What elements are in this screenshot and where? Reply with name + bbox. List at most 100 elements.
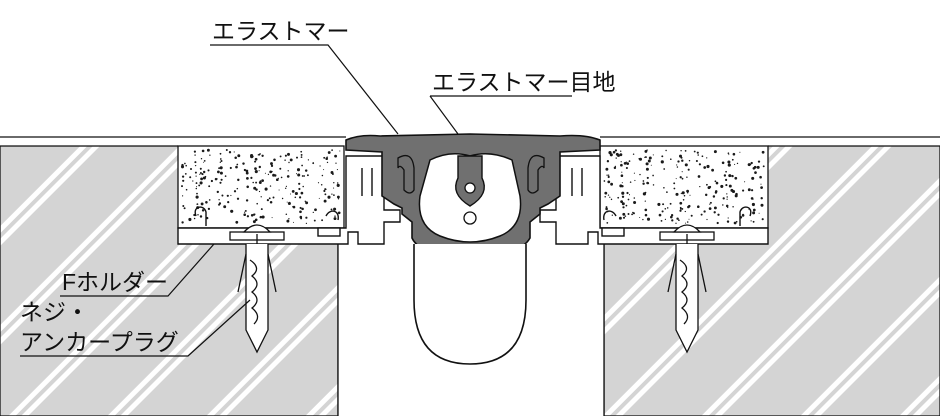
mortar-dot [626,191,629,195]
mortar-dot [337,211,341,215]
mortar-dot [644,200,646,202]
mortar-dot [741,214,745,217]
mortar-dot [255,188,258,191]
mortar-dot [236,197,240,200]
mortar-dot [644,213,648,217]
mortar-dot [681,177,684,180]
mortar-dot [199,173,201,175]
mortar-dot [330,208,333,211]
mortar-dot [613,166,617,170]
mortar-dot [727,217,729,219]
mortar-dot [732,206,734,208]
mortar-dot [723,174,727,177]
mortar-dot [185,164,187,167]
mortar-dot [235,220,239,224]
mortar-dot [679,176,682,179]
mortar-dot [254,167,257,170]
label-elastomer-joint: エラストマー目地 [432,69,616,95]
mortar-dot [751,176,755,180]
mortar-dot [209,154,211,156]
mortar-dot [237,154,241,158]
mortar-speckle [603,149,765,225]
mortar-dot [260,196,262,198]
mortar-dot [652,174,654,177]
mortar-dot [242,162,245,165]
mortar-dot [181,221,184,224]
mortar-dot [623,162,627,165]
joint-gap [337,244,605,416]
mortar-dot [679,154,682,158]
mortar-dot [620,150,622,152]
mortar-dot [611,214,613,216]
mortar-dot [730,188,734,192]
mortar-dot [285,213,288,216]
mortar-dot [642,218,644,221]
mortar-dot [220,159,223,163]
mortar-dot [733,221,737,225]
mortar-dot [243,213,246,216]
mortar-dot [666,191,668,193]
mortar-dot [607,174,610,176]
mortar-dot [259,181,262,184]
mortar-dot [644,191,647,194]
mortar-dot [684,222,687,224]
mortar-dot [626,162,630,165]
mortar-dot [646,176,649,179]
mortar-dot [237,178,240,182]
mortar-dot [681,159,684,162]
mortar-dot [313,219,316,222]
mortar-dot [299,206,302,209]
screw-anchor-left [237,224,277,354]
mortar-dot [304,169,308,172]
mortar-dot [681,171,683,173]
mortar-dot [300,191,304,195]
mortar-dot [610,198,613,201]
mortar-dot [188,217,192,222]
mortar-dot [727,163,731,167]
mortar-dot [728,184,732,188]
mortar-dot [195,187,198,190]
mortar-dot [620,200,623,204]
mortar-dot [336,183,340,187]
mortar-dot [196,203,199,205]
mortar-dot [305,201,309,205]
mortar-dot [301,175,304,177]
mortar-dot [286,219,290,223]
mortar-dot [289,193,292,195]
mortar-dot [679,206,682,209]
mortar-dot [294,196,297,199]
mortar-dot [331,149,333,151]
mortar-dot [208,199,211,201]
mortar-dot [750,189,754,192]
mortar-dot [208,185,211,188]
mortar-dot [648,156,652,160]
mortar-dot [666,207,669,209]
mortar-dot [762,165,765,168]
mortar-dot [254,157,258,161]
mortar-dot [319,165,321,167]
mortar-dot [270,164,274,168]
mortar-dot [305,222,308,225]
mortar-dot [690,214,693,217]
mortar-dot [629,181,632,183]
mortar-dot [609,196,611,198]
mortar-dot [675,178,677,180]
mortar-dot [295,173,298,175]
mortar-dot [658,213,662,217]
mortar-dot [321,219,324,222]
mortar-dot [298,187,301,191]
mortar-dot [633,172,635,174]
mortar-dot [269,170,273,174]
mortar-dot [336,195,340,199]
mortar-dot [638,157,643,161]
mortar-dot [670,215,673,219]
mortar-dot [727,160,731,164]
mortar-dot [706,218,708,221]
mortar-dot [300,150,303,153]
mortar-dot [246,215,250,218]
mortar-dot [320,184,323,186]
mortar-dot [214,177,218,181]
mortar-dot [736,162,739,165]
mortar-dot [218,167,221,170]
mortar-dot [306,174,309,177]
